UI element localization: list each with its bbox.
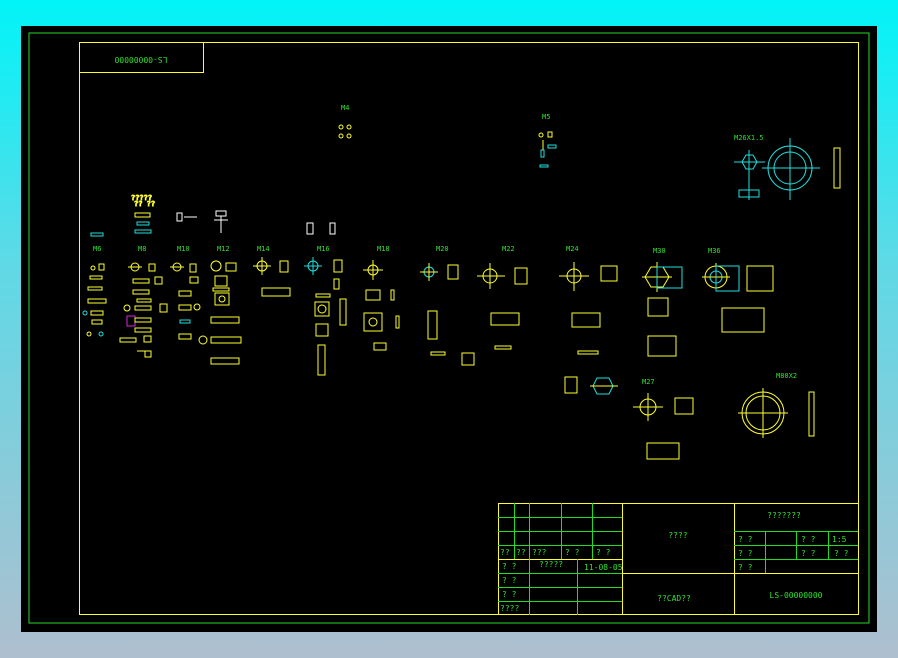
size-label: M14 xyxy=(257,245,270,253)
size-label: M16 xyxy=(317,245,330,253)
material: ??????? xyxy=(767,511,801,520)
tb-row-label: ???? xyxy=(500,604,519,613)
tb-row-label: ? ? xyxy=(502,562,517,571)
size-label: M80X2 xyxy=(776,372,797,380)
size-label: M12 xyxy=(217,245,230,253)
tb-right-label: ? ? xyxy=(738,549,753,558)
tb-signature: ????? xyxy=(539,560,563,569)
tb-row-label: ? ? xyxy=(502,590,517,599)
tb-header: ? ? xyxy=(565,548,580,557)
tb-date: 11-08-05 xyxy=(584,563,623,572)
size-label: M30 xyxy=(653,247,666,255)
tb-row-label: ? ? xyxy=(502,576,517,585)
sheet: ? ? xyxy=(834,549,849,558)
size-label: M5 xyxy=(542,113,550,121)
tb-header: ?? xyxy=(500,548,510,557)
size-label: M36 xyxy=(708,247,721,255)
size-label: M18 xyxy=(377,245,390,253)
size-label: M20 xyxy=(436,245,449,253)
size-label: M8 xyxy=(138,245,146,253)
title-block: ?? ?? ??? ? ? ? ? ? ? ? ? ? ? ???? ?????… xyxy=(498,503,859,615)
size-label: M27 xyxy=(642,378,655,386)
size-label: M4 xyxy=(341,104,349,112)
size-label: M10 xyxy=(177,245,190,253)
size-label: M26X1.5 xyxy=(734,134,764,142)
drawing-sheet: LS-00000000 M4 M5 M26X1.5 M6 M8 M10 M12 … xyxy=(28,32,870,624)
drawing-number: LS-00000000 xyxy=(770,591,823,600)
size-labels: M4 M5 M26X1.5 M6 M8 M10 M12 M14 M16 M18 … xyxy=(93,104,797,386)
tb-header: ??? xyxy=(532,548,547,557)
rotated-code: LS-00000000 xyxy=(114,55,167,64)
svg-text:?????: ????? xyxy=(131,194,152,202)
code-box xyxy=(79,42,204,73)
tb-right-label: ? ? xyxy=(738,535,753,544)
size-label: M6 xyxy=(93,245,101,253)
cad-drawing-canvas[interactable]: LS-00000000 M4 M5 M26X1.5 M6 M8 M10 M12 … xyxy=(21,26,877,632)
size-label: M22 xyxy=(502,245,515,253)
tb-right-label: ? ? xyxy=(738,563,753,572)
company-name: ??CAD?? xyxy=(657,594,691,603)
tb-right-label: ? ? xyxy=(801,549,816,558)
part-name: ???? xyxy=(668,531,687,540)
fastener-drawings: ??????? ?? xyxy=(82,124,841,460)
size-label: M24 xyxy=(566,245,579,253)
tb-header: ? ? xyxy=(596,548,611,557)
drawing-frame xyxy=(79,42,859,615)
svg-text:?? ??: ?? ?? xyxy=(134,200,155,208)
outer-border xyxy=(28,32,870,624)
tb-header: ?? xyxy=(516,548,526,557)
tb-right-label: ? ? xyxy=(801,535,816,544)
scale: 1:5 xyxy=(832,535,847,544)
